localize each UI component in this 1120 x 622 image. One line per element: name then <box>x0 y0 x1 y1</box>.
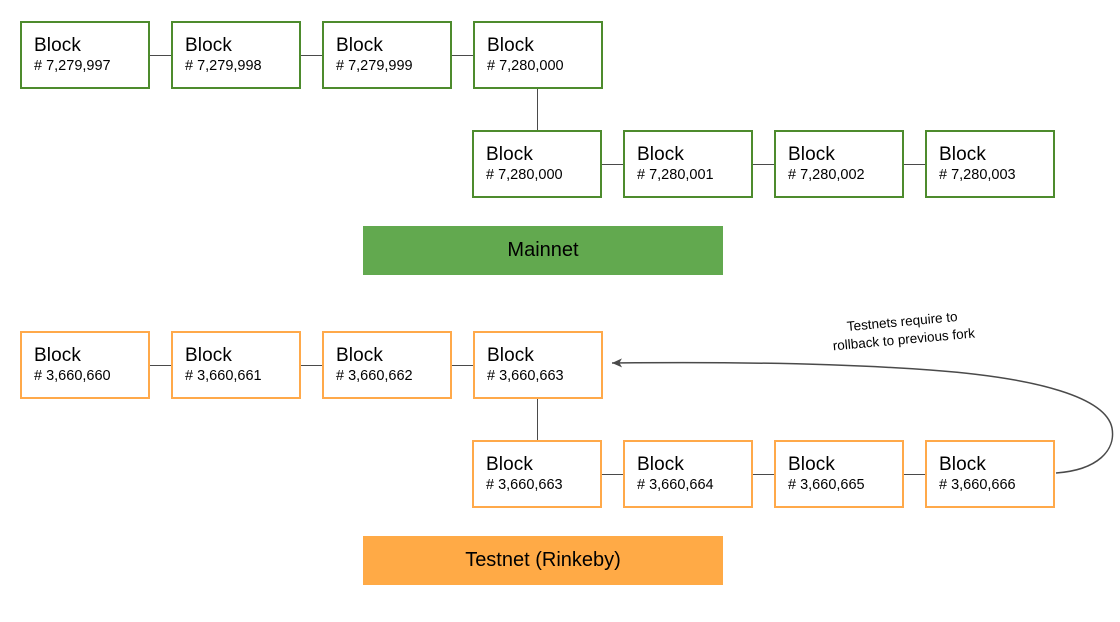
block-number: # 3,660,663 <box>486 476 563 493</box>
block-number: # 7,280,002 <box>788 166 865 183</box>
block-connector <box>150 365 171 366</box>
block-connector <box>301 365 322 366</box>
block-title: Block <box>487 344 534 366</box>
block-number: # 3,660,664 <box>637 476 714 493</box>
block-number: # 3,660,665 <box>788 476 865 493</box>
block-node[interactable]: Block # 3,660,666 <box>925 440 1055 508</box>
block-title: Block <box>637 453 684 475</box>
block-connector <box>452 365 473 366</box>
block-connector <box>452 55 473 56</box>
testnet-banner: Testnet (Rinkeby) <box>363 536 723 585</box>
block-number: # 7,279,997 <box>34 57 111 74</box>
block-number: # 3,660,660 <box>34 367 111 384</box>
block-connector <box>150 55 171 56</box>
block-node[interactable]: Block # 3,660,662 <box>322 331 452 399</box>
block-connector <box>602 474 623 475</box>
block-node[interactable]: Block # 7,279,998 <box>171 21 301 89</box>
block-node[interactable]: Block # 7,280,001 <box>623 130 753 198</box>
block-title: Block <box>185 344 232 366</box>
block-number: # 7,279,999 <box>336 57 413 74</box>
mainnet-banner-label: Mainnet <box>507 239 579 261</box>
block-title: Block <box>939 143 986 165</box>
block-number: # 3,660,662 <box>336 367 413 384</box>
block-node[interactable]: Block # 3,660,663 <box>473 331 603 399</box>
block-node[interactable]: Block # 3,660,660 <box>20 331 150 399</box>
block-number: # 7,280,000 <box>487 57 564 74</box>
block-number: # 3,660,661 <box>185 367 262 384</box>
block-connector <box>904 474 925 475</box>
block-number: # 3,660,663 <box>487 367 564 384</box>
block-connector <box>753 474 774 475</box>
block-node[interactable]: Block # 7,279,997 <box>20 21 150 89</box>
block-node[interactable]: Block # 3,660,665 <box>774 440 904 508</box>
block-number: # 7,279,998 <box>185 57 262 74</box>
block-node[interactable]: Block # 3,660,664 <box>623 440 753 508</box>
block-title: Block <box>336 34 383 56</box>
block-connector <box>301 55 322 56</box>
block-connector <box>904 164 925 165</box>
block-number: # 3,660,666 <box>939 476 1016 493</box>
block-title: Block <box>34 344 81 366</box>
block-title: Block <box>486 453 533 475</box>
block-connector <box>602 164 623 165</box>
block-node[interactable]: Block # 7,280,003 <box>925 130 1055 198</box>
block-node[interactable]: Block # 3,660,663 <box>472 440 602 508</box>
block-title: Block <box>336 344 383 366</box>
mainnet-banner: Mainnet <box>363 226 723 275</box>
block-title: Block <box>939 453 986 475</box>
block-title: Block <box>487 34 534 56</box>
fork-connector <box>537 399 538 441</box>
block-node[interactable]: Block # 3,660,661 <box>171 331 301 399</box>
block-title: Block <box>486 143 533 165</box>
block-title: Block <box>788 453 835 475</box>
fork-connector <box>537 89 538 131</box>
block-title: Block <box>788 143 835 165</box>
block-number: # 7,280,000 <box>486 166 563 183</box>
block-connector <box>753 164 774 165</box>
annotation-text: Testnets require to rollback to previous… <box>797 304 1009 359</box>
block-node[interactable]: Block # 7,280,000 <box>473 21 603 89</box>
block-node[interactable]: Block # 7,280,000 <box>472 130 602 198</box>
block-title: Block <box>637 143 684 165</box>
block-node[interactable]: Block # 7,280,002 <box>774 130 904 198</box>
block-title: Block <box>185 34 232 56</box>
block-number: # 7,280,003 <box>939 166 1016 183</box>
block-title: Block <box>34 34 81 56</box>
block-number: # 7,280,001 <box>637 166 714 183</box>
testnet-banner-label: Testnet (Rinkeby) <box>465 549 621 571</box>
block-node[interactable]: Block # 7,279,999 <box>322 21 452 89</box>
